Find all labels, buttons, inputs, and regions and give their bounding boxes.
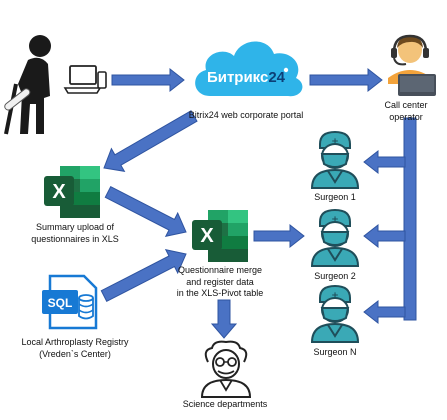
svg-text:Битрикс24: Битрикс24 [207,69,286,86]
sql-registry-label-line-1: Local Arthroplasty Registry [21,337,129,347]
headset-operator-icon [388,34,436,96]
excel-icon: X [192,210,248,262]
portal-label: Bitrix24 web corporate portal [188,110,304,120]
sql-icon-text: SQL [48,296,73,310]
excel-summary-letter: X [52,181,66,203]
arrow-portal-to-callcenter [309,67,383,93]
excel-merge-letter: X [200,225,214,247]
portal-logo-num: 24 [268,69,285,86]
arrow-trunk-to-surgeon2 [363,223,406,249]
surgeon-icon: + [310,130,360,189]
arrow-merge-to-surgeon2 [253,223,305,249]
arrow-summary-to-merge [104,186,187,238]
excel-merge-label-line-3: in the XLS-Pivot table [176,288,264,298]
excel-summary-label: Summary upload of questionnaires in XLS [0,222,150,245]
excel-merge-label-line-1: Questionnaire merge [177,265,263,275]
portal-logo-text: Битрикс [207,69,268,86]
svg-text:+: + [331,137,339,147]
cloud-icon: Битрикс24 [195,41,303,97]
svg-text:+: + [331,215,339,225]
laptop-phone-icon [63,65,107,94]
arrow-patient-to-portal [111,67,185,93]
arrow-sql-to-merge [100,248,187,302]
sql-registry-label-line-2: (Vreden`s Center) [39,348,111,359]
excel-icon: X [44,166,100,218]
arrow-trunk-to-surgeon1 [363,149,406,175]
svg-text:+: + [331,291,339,301]
arrow-trunk-to-surgeonn [363,299,406,325]
scientist-icon [200,340,252,398]
excel-summary-label-line-2: questionnaires in XLS [31,233,119,244]
surgeon-n-label: Surgeon N [313,347,357,357]
arrow-portal-to-summary [103,110,198,172]
excel-summary-label-line-1: Summary upload of [35,222,115,232]
callcenter-trunk [403,117,417,321]
sql-registry-label: Local Arthroplasty Registry (Vreden`s Ce… [0,337,150,360]
excel-merge-label: Questionnaire merge and register data in… [160,265,280,300]
surgeon-icon: + [310,208,360,267]
science-label: Science departments [182,399,268,409]
surgeon-1-label: Surgeon 1 [314,192,356,202]
excel-merge-label-line-2: and register data [186,276,254,287]
surgeon-icon: + [310,284,360,343]
surgeon-2-label: Surgeon 2 [314,271,356,281]
call-center-label-line-1: Call center [384,100,428,110]
sql-database-icon: SQL [42,274,98,330]
arrow-merge-to-science [210,299,238,339]
call-center-label-line-2: operator [389,111,423,122]
patient-crutch-icon [4,35,51,135]
call-center-label: Call center operator [366,100,446,123]
